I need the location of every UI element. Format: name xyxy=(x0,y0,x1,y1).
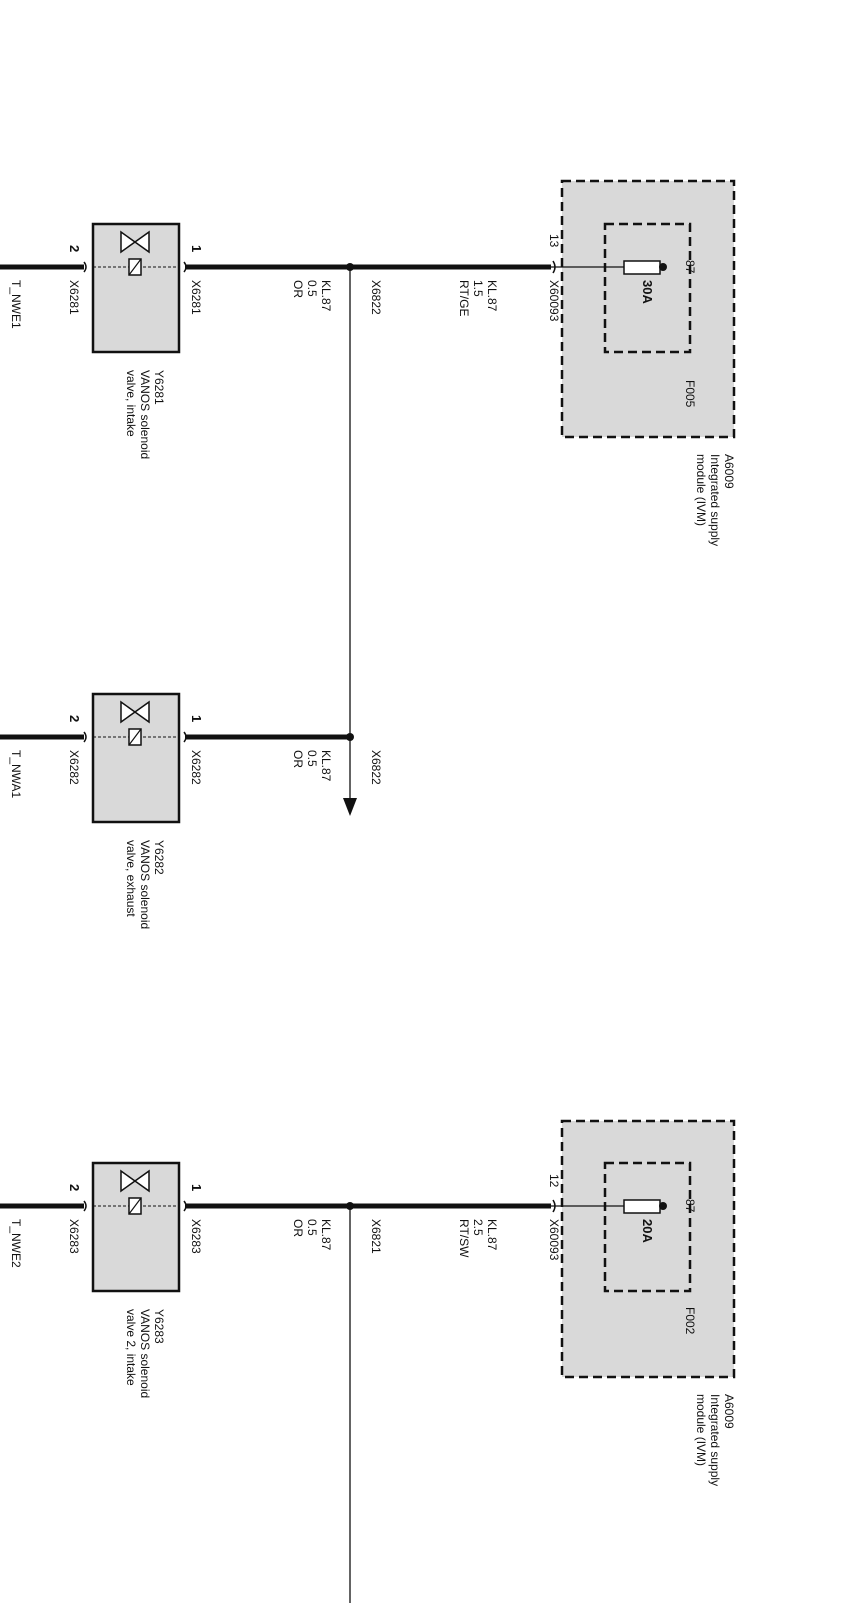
connector-symbol xyxy=(83,731,87,743)
solenoid-valve-y6282: 1 2 X6282 X6282 Y6282 VANOS solenoidvalv… xyxy=(67,692,204,929)
pin-number: 2 xyxy=(67,1184,82,1191)
fuse-box-f002 xyxy=(603,1161,692,1293)
valve-description-line: valve 2, intake xyxy=(124,1309,138,1386)
connector-label: X6281 xyxy=(67,280,81,315)
pin-number: 2 xyxy=(67,715,82,722)
valve-box xyxy=(91,1161,181,1293)
splice-label: X6822 xyxy=(369,280,383,315)
valve-description-line: VANOS solenoid xyxy=(138,1309,152,1398)
fuse-icon xyxy=(623,260,661,275)
pin-number: 1 xyxy=(189,245,204,252)
wire-color-label: OR xyxy=(291,1219,305,1237)
module-description-line: module (IVM) xyxy=(694,454,708,526)
supply-module-a6009-bottom: 87 20A F002 A6009 Integrated supplymodul… xyxy=(457,1119,736,1486)
pin-number: 1 xyxy=(189,715,204,722)
solenoid-valve-y6281: 1 2 X6281 X6281 Y6281 VANOS solenoidvalv… xyxy=(67,222,204,459)
fuse-rating: 30A xyxy=(640,280,655,304)
module-description-line: module (IVM) xyxy=(694,1394,708,1466)
valve-description-line: VANOS solenoid xyxy=(138,370,152,459)
wire-color-label: RT/SW xyxy=(457,1219,471,1258)
ivm-module-box xyxy=(560,179,736,439)
fuse-id: F005 xyxy=(683,380,697,408)
wire-color-label: RT/GE xyxy=(457,280,471,316)
wire-terminal-label: KL.87 xyxy=(319,1219,333,1251)
fuse-terminal-label: 87 xyxy=(683,1199,697,1213)
fuse-rating: 20A xyxy=(640,1219,655,1243)
connector-symbol xyxy=(83,261,87,273)
connector-label: X6281 xyxy=(189,280,203,315)
valve-description-line: VANOS solenoid xyxy=(138,840,152,929)
connector-symbol xyxy=(552,260,556,274)
wire-terminal-label: KL.87 xyxy=(319,750,333,782)
valve-box xyxy=(91,222,181,354)
wire-terminal-label: KL.87 xyxy=(319,280,333,312)
fuse-icon xyxy=(623,1199,661,1214)
fuse-id: F002 xyxy=(683,1307,697,1335)
wire-color-label: OR xyxy=(291,750,305,768)
wire-size-label: 1.5 xyxy=(471,280,485,297)
connector-symbol xyxy=(183,731,187,743)
connector-label: X6283 xyxy=(67,1219,81,1254)
connector-label: X6282 xyxy=(67,750,81,785)
module-id: A6009 xyxy=(722,454,736,489)
ivm-module-box xyxy=(560,1119,736,1379)
signal-label: T_NWE1 xyxy=(9,280,23,329)
valve-box xyxy=(91,692,181,824)
pin-number: 1 xyxy=(189,1184,204,1191)
signal-label: T_NWA1 xyxy=(9,750,23,799)
fuse-box-f005 xyxy=(603,222,692,354)
fuse-terminal-dot xyxy=(659,1202,667,1210)
connector-symbol xyxy=(552,1199,556,1213)
valve-id: Y6282 xyxy=(152,840,166,875)
fuse-terminal-label: 87 xyxy=(683,260,697,274)
continuation-arrow-icon xyxy=(343,798,357,816)
pin-number: 12 xyxy=(547,1174,561,1188)
wire-size-label: 0.5 xyxy=(305,1219,319,1236)
module-description-line: Integrated supply xyxy=(708,454,722,546)
valve-description-line: valve, intake xyxy=(124,370,138,437)
pin-number: 13 xyxy=(547,234,561,248)
connector-symbol xyxy=(183,261,187,273)
solenoid-valve-y6283: 1 2 X6283 X6283 Y6283 VANOS solenoidvalv… xyxy=(67,1161,204,1398)
wire-terminal-label: KL.87 xyxy=(485,1219,499,1251)
wire-size-label: 2.5 xyxy=(471,1219,485,1236)
signal-label: T_NWE2 xyxy=(9,1219,23,1268)
module-description-line: Integrated supply xyxy=(708,1394,722,1486)
wire-size-label: 0.5 xyxy=(305,280,319,297)
connector-label: X6283 xyxy=(189,1219,203,1254)
connector-label: X60093 xyxy=(547,280,561,322)
pin-number: 2 xyxy=(67,245,82,252)
wire-terminal-label: KL.87 xyxy=(485,280,499,312)
valve-id: Y6283 xyxy=(152,1309,166,1344)
module-id: A6009 xyxy=(722,1394,736,1429)
solenoid-valve-icon xyxy=(120,230,150,276)
wire-color-label: OR xyxy=(291,280,305,298)
connector-symbol xyxy=(183,1200,187,1212)
splice-label: X6822 xyxy=(369,750,383,785)
valve-id: Y6281 xyxy=(152,370,166,405)
connector-label: X60093 xyxy=(547,1219,561,1261)
solenoid-valve-icon xyxy=(120,1169,150,1215)
supply-module-a6009-top: 87 30A F005 A6009 Integrated supplymodul… xyxy=(457,179,736,546)
connector-symbol xyxy=(83,1200,87,1212)
valve-description-line: valve, exhaust xyxy=(124,840,138,917)
wire-size-label: 0.5 xyxy=(305,750,319,767)
splice-label: X6821 xyxy=(369,1219,383,1254)
solenoid-valve-icon xyxy=(120,700,150,746)
connector-label: X6282 xyxy=(189,750,203,785)
fuse-terminal-dot xyxy=(659,263,667,271)
